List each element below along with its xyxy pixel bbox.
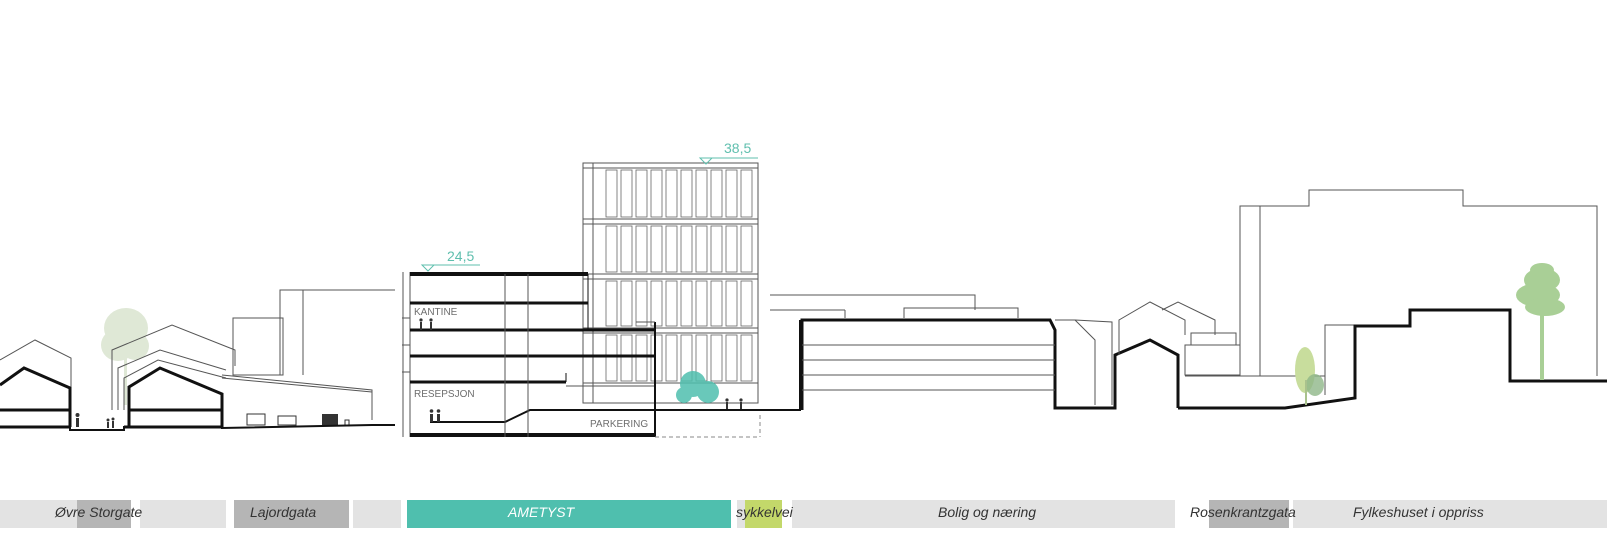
room-label-resepsjon: RESEPSJON	[414, 389, 475, 400]
tower-window-panel	[680, 280, 693, 327]
tower-window-panel	[635, 225, 648, 273]
tower-window-panel	[635, 280, 648, 327]
background-tree-left	[101, 308, 149, 405]
elevation-marker-tower: 38,5	[698, 140, 758, 165]
room-label-parkering: PARKERING	[590, 419, 648, 430]
ground-line-center	[655, 320, 801, 411]
ground-line-left	[0, 424, 395, 431]
tower-window-panel	[710, 280, 723, 327]
tower-window-panel	[605, 225, 618, 273]
tree-right-tall	[1516, 263, 1565, 380]
project-label-ametyst: AMETYST	[507, 504, 576, 520]
tower-window-panel	[710, 169, 723, 218]
tower-window-panel	[650, 169, 663, 218]
tower-window-panel	[650, 334, 663, 382]
street-label-lajordgata: Lajordgata	[250, 504, 316, 520]
tower-window-panel	[605, 169, 618, 218]
tower-window-panel	[665, 169, 678, 218]
elevation-marker-podium: 24,5	[420, 248, 480, 272]
tower-window-panel	[620, 280, 633, 327]
mid-left-buildings	[221, 289, 395, 420]
tower-window-panel	[605, 280, 618, 327]
tower-mullions	[605, 169, 753, 382]
tower-window-panel	[695, 225, 708, 273]
tower-window-panel	[620, 169, 633, 218]
tower-window-panel	[725, 225, 738, 273]
left-house-1	[0, 339, 72, 429]
podium-section	[402, 272, 761, 438]
tower-window-panel	[725, 334, 738, 382]
tower-window-panel	[680, 169, 693, 218]
tower-window-panel	[740, 169, 753, 218]
street-label-ovre-storgate: Øvre Storgate	[54, 504, 142, 520]
elevation-label-podium: 24,5	[447, 248, 474, 264]
tower-window-panel	[650, 280, 663, 327]
residential-block	[770, 294, 1325, 410]
tower-window-panel	[665, 280, 678, 327]
tower-window-panel	[605, 334, 618, 382]
teal-trees	[676, 371, 719, 403]
elevation-label-tower: 38,5	[724, 140, 751, 156]
tower-window-panel	[695, 280, 708, 327]
tower-window-panel	[725, 280, 738, 327]
tower-window-panel	[635, 169, 648, 218]
tower-window-panel	[635, 334, 648, 382]
fylkeshuset-building	[1178, 189, 1607, 410]
tower-window-panel	[695, 169, 708, 218]
tree-right-small	[1295, 347, 1324, 405]
street-label-rosenkrantzgata: Rosenkrantzgata	[1190, 504, 1296, 520]
street-figures	[75, 413, 350, 428]
tower-window-panel	[650, 225, 663, 273]
tower-window-panel	[740, 280, 753, 327]
label-fylkeshuset: Fylkeshuset i oppriss	[1353, 504, 1484, 520]
tower-window-panel	[710, 225, 723, 273]
label-sykkelvei: sykkelvei	[736, 504, 794, 520]
tower-window-panel	[620, 334, 633, 382]
tower-window-panel	[680, 225, 693, 273]
street-label-strip	[0, 500, 1607, 528]
tower-window-panel	[620, 225, 633, 273]
tower-window-panel	[740, 225, 753, 273]
tower-window-panel	[710, 334, 723, 382]
room-label-kantine: KANTINE	[414, 307, 458, 318]
tower-window-panel	[725, 169, 738, 218]
tower-window-panel	[740, 334, 753, 382]
tower-window-panel	[665, 334, 678, 382]
interior-figures	[419, 318, 743, 422]
label-bolig-og-naering: Bolig og næring	[938, 504, 1036, 520]
tower-facade	[582, 162, 759, 404]
tower-window-panel	[665, 225, 678, 273]
